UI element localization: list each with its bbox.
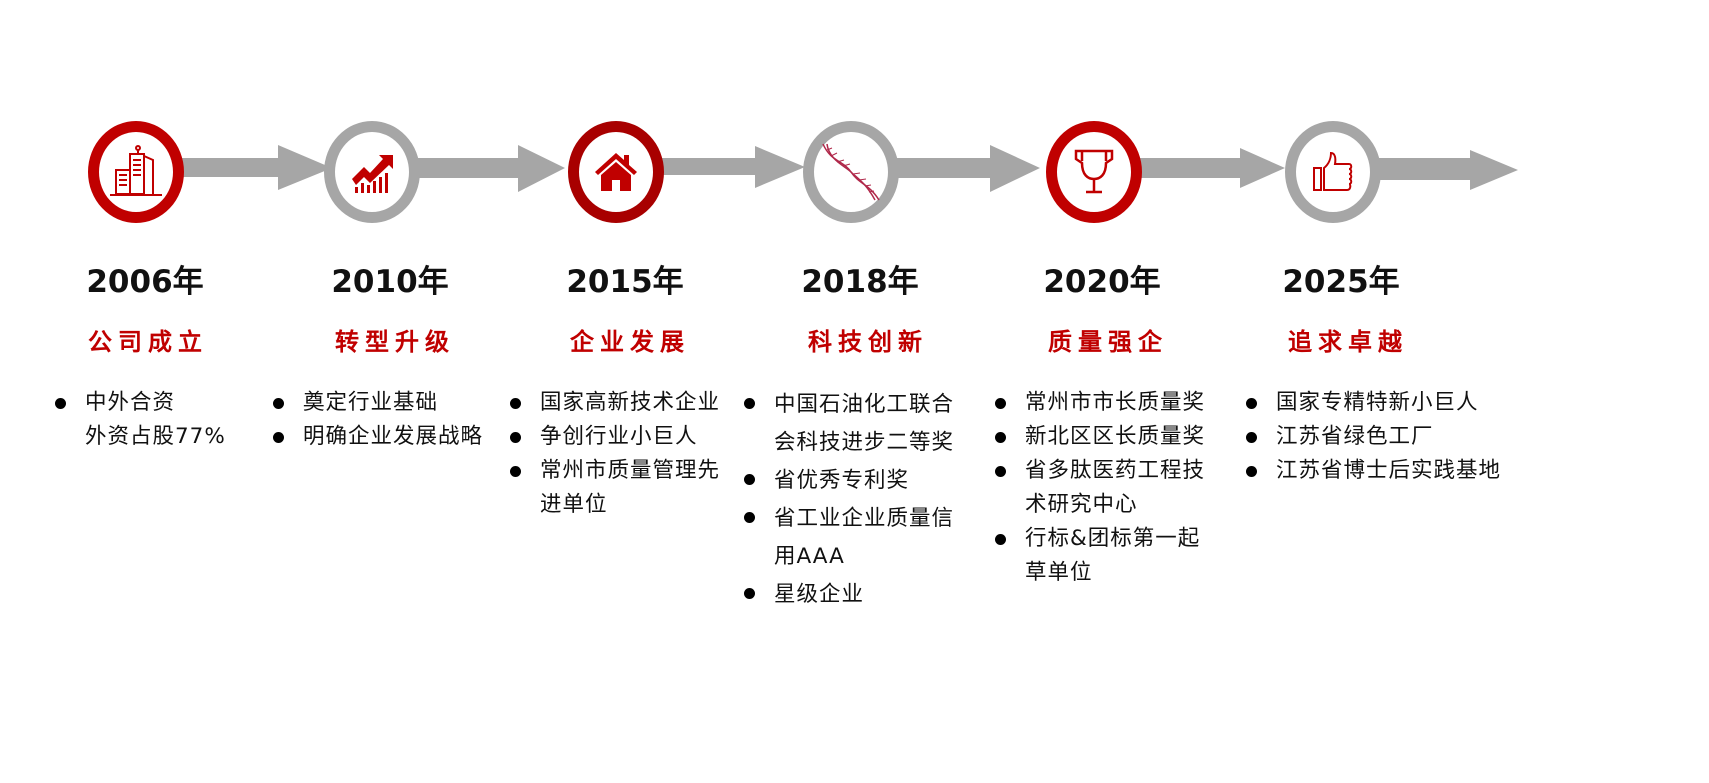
title-2018: 科技创新 — [808, 328, 928, 356]
item-text: 江苏省绿色工厂 — [1276, 424, 1434, 449]
item-text: 国家专精特新小巨人 — [1276, 390, 1479, 415]
item-text: 中外合资 — [85, 390, 176, 415]
bullet-icon — [273, 432, 284, 443]
node-2020 — [1046, 121, 1142, 223]
bullet-icon — [510, 398, 521, 409]
node-2025 — [1285, 121, 1381, 223]
item-text: 行标&团标第一起草单位 — [1025, 526, 1201, 585]
item-text: 省优秀专利奖 — [774, 468, 910, 493]
item-text: 星级企业 — [774, 582, 865, 607]
arrow-4 — [890, 145, 1040, 192]
bullet-icon — [1246, 466, 1257, 477]
item-text: 奠定行业基础 — [303, 390, 439, 415]
item-text: 江苏省博士后实践基地 — [1276, 458, 1502, 483]
list-item: 常州市质量管理先进单位 — [510, 454, 732, 522]
list-item: 中外合资外资占股77% — [55, 386, 277, 454]
list-item: 星级企业 — [744, 576, 966, 614]
arrow-2 — [410, 145, 565, 192]
bullet-icon — [995, 466, 1006, 477]
list-item: 国家高新技术企业 — [510, 386, 732, 420]
list-2010: 奠定行业基础 明确企业发展战略 — [273, 386, 495, 454]
list-item: 奠定行业基础 — [273, 386, 495, 420]
bullet-icon — [510, 432, 521, 443]
item-text: 争创行业小巨人 — [540, 424, 698, 449]
bullet-icon — [995, 432, 1006, 443]
item-subtext: 外资占股77% — [85, 424, 226, 449]
list-item: 国家专精特新小巨人 — [1246, 386, 1516, 420]
arrow-6 — [1370, 150, 1518, 190]
bullet-icon — [510, 466, 521, 477]
list-2015: 国家高新技术企业 争创行业小巨人 常州市质量管理先进单位 — [510, 386, 732, 522]
bullet-icon — [744, 588, 755, 599]
year-2020: 2020年 — [1043, 264, 1161, 300]
list-2025: 国家专精特新小巨人 江苏省绿色工厂 江苏省博士后实践基地 — [1246, 386, 1516, 488]
dna-icon — [822, 143, 880, 201]
timeline-arrows — [175, 145, 1518, 192]
node-2006 — [88, 121, 184, 223]
list-2006: 中外合资外资占股77% — [55, 386, 277, 454]
trophy-icon — [1074, 149, 1114, 194]
title-2006: 公司成立 — [88, 328, 208, 356]
item-text: 中国石油化工联合会科技进步二等奖 — [774, 392, 955, 455]
item-text: 常州市市长质量奖 — [1025, 390, 1206, 415]
node-2010 — [324, 121, 420, 223]
node-2018 — [803, 121, 899, 223]
list-item: 江苏省绿色工厂 — [1246, 420, 1516, 454]
list-item: 争创行业小巨人 — [510, 420, 732, 454]
year-2018: 2018年 — [801, 264, 919, 300]
bullet-icon — [55, 398, 66, 409]
list-item: 江苏省博士后实践基地 — [1246, 454, 1516, 488]
list-item: 行标&团标第一起草单位 — [995, 522, 1217, 590]
list-item: 省多肽医药工程技术研究中心 — [995, 454, 1217, 522]
thumbs-up-icon — [1313, 151, 1353, 191]
arrow-1 — [175, 145, 332, 190]
item-text: 新北区区长质量奖 — [1025, 424, 1206, 449]
arrow-3 — [655, 146, 805, 188]
list-item: 新北区区长质量奖 — [995, 420, 1217, 454]
list-item: 省优秀专利奖 — [744, 462, 966, 500]
bullet-icon — [1246, 432, 1257, 443]
building-icon — [110, 145, 162, 196]
list-item: 中国石油化工联合会科技进步二等奖 — [744, 386, 966, 462]
list-item: 明确企业发展战略 — [273, 420, 495, 454]
bullet-icon — [273, 398, 284, 409]
title-2015: 企业发展 — [570, 328, 690, 356]
title-2010: 转型升级 — [335, 328, 455, 356]
list-item: 常州市市长质量奖 — [995, 386, 1217, 420]
growth-chart-icon — [352, 155, 393, 193]
year-2006: 2006年 — [86, 264, 204, 300]
title-2020: 质量强企 — [1048, 328, 1168, 356]
bullet-icon — [995, 534, 1006, 545]
arrow-5 — [1130, 148, 1285, 188]
bullet-icon — [995, 398, 1006, 409]
list-item: 省工业企业质量信用AAA — [744, 500, 966, 576]
title-2025: 追求卓越 — [1288, 328, 1408, 356]
year-2015: 2015年 — [566, 264, 684, 300]
bullet-icon — [744, 474, 755, 485]
year-2025: 2025年 — [1282, 264, 1400, 300]
node-2015 — [568, 121, 664, 223]
item-text: 省工业企业质量信用AAA — [774, 506, 955, 569]
year-2010: 2010年 — [331, 264, 449, 300]
item-text: 明确企业发展战略 — [303, 424, 484, 449]
item-text: 常州市质量管理先进单位 — [540, 458, 721, 517]
bullet-icon — [744, 398, 755, 409]
bullet-icon — [744, 512, 755, 523]
item-text: 国家高新技术企业 — [540, 390, 721, 415]
list-2018: 中国石油化工联合会科技进步二等奖 省优秀专利奖 省工业企业质量信用AAA 星级企… — [744, 386, 966, 614]
bullet-icon — [1246, 398, 1257, 409]
house-icon — [595, 153, 637, 191]
item-text: 省多肽医药工程技术研究中心 — [1025, 458, 1206, 517]
list-2020: 常州市市长质量奖 新北区区长质量奖 省多肽医药工程技术研究中心 行标&团标第一起… — [995, 386, 1217, 590]
